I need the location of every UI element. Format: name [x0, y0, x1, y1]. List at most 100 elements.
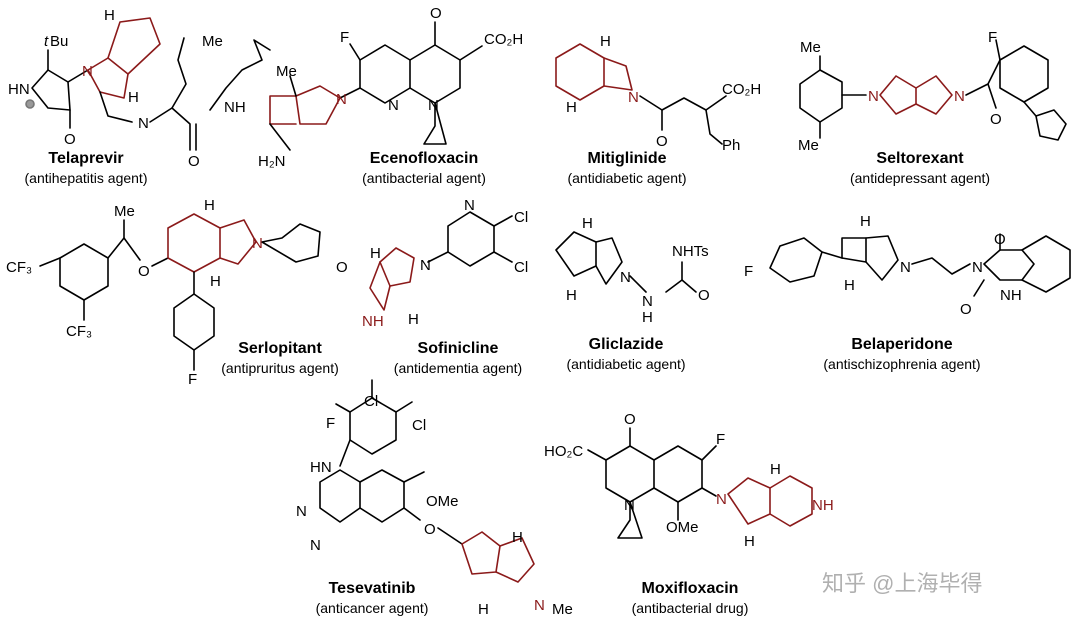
belaperidone-label-f: F: [744, 263, 753, 280]
moxifloxacin-label-nh: NH: [812, 497, 834, 514]
belaperidone-label-h2: H: [844, 277, 855, 294]
serlopitant-label-h2: H: [210, 273, 221, 290]
mitiglinide-label-o: O: [656, 133, 668, 150]
tesevatinib-label-n3: N: [534, 597, 545, 614]
gliclazide-label-o: O: [698, 287, 710, 304]
mitiglinide-label-ph: Ph: [722, 137, 740, 154]
tesevatinib-label-cl1: Cl: [364, 393, 378, 410]
belaperidone-name: Belaperidone: [851, 336, 953, 353]
serlopitant-label-cf3a: CF₃: [6, 259, 32, 276]
sofinicline-label-nh: NH: [362, 313, 384, 330]
seltorexant-label-n2: N: [954, 88, 965, 105]
serlopitant-label-h1: H: [204, 197, 215, 214]
gliclazide-label-nhts: NHTs: [672, 243, 709, 260]
sofinicline-name: Sofinicline: [417, 340, 499, 357]
seltorexant-label-me2: Me: [798, 137, 819, 154]
seltorexant-label-f: F: [988, 29, 997, 46]
gliclazide-structure: [555, 231, 697, 293]
tesevatinib-label-h1: H: [512, 529, 523, 546]
ecenofloxacin-name: Ecenofloxacin: [369, 150, 479, 167]
serlopitant-name: Serlopitant: [238, 340, 322, 357]
moxifloxacin-label-o: O: [624, 411, 636, 428]
tesevatinib-label-f: F: [326, 415, 335, 432]
moxifloxacin-label-ho2c: HO₂C: [544, 443, 583, 460]
serlopitant-label-f: F: [188, 371, 197, 388]
moxifloxacin-structure: [587, 427, 813, 539]
telaprevir-label-o1: O: [64, 131, 76, 148]
mitiglinide-label-co2h: CO₂H: [722, 81, 761, 98]
serlopitant-use: (antipruritus agent): [221, 360, 339, 376]
gliclazide-use: (antidiabetic agent): [566, 356, 686, 372]
seltorexant-label-n1: N: [868, 88, 879, 105]
serlopitant-label-cf3b: CF₃: [66, 323, 92, 340]
telaprevir-label-me: Me: [202, 33, 223, 50]
belaperidone-label-nh: NH: [1000, 287, 1022, 304]
telaprevir-label-h2: H: [128, 89, 139, 106]
ecenofloxacin-structure: [269, 21, 483, 151]
tesevatinib-label-me: Me: [552, 601, 573, 618]
mitiglinide-label-n: N: [628, 89, 639, 106]
ecenofloxacin-label-h2n: H₂N: [258, 153, 286, 170]
mitiglinide-use: (antidiabetic agent): [567, 170, 687, 186]
belaperidone-structure: [769, 233, 1071, 297]
telaprevir-label-hn: HN: [8, 81, 30, 98]
ecenofloxacin-label-n2: N: [428, 97, 439, 114]
telaprevir-label-nh: N: [138, 115, 149, 132]
sofinicline-label-h1: H: [370, 245, 381, 262]
belaperidone-label-n2: N: [972, 259, 983, 276]
serlopitant-label-me: Me: [114, 203, 135, 220]
belaperidone-label-h1: H: [860, 213, 871, 230]
tesevatinib-structure: [319, 379, 535, 583]
telaprevir-label-tbu: t: [44, 33, 49, 50]
moxifloxacin-label-h1: H: [770, 461, 781, 478]
mitiglinide-structure: [555, 43, 727, 145]
ecenofloxacin-label-o: O: [430, 5, 442, 22]
moxifloxacin-label-ome: OMe: [666, 519, 699, 536]
sofinicline-label-cl1: Cl: [514, 209, 528, 226]
tesevatinib-label-hn: HN: [310, 459, 332, 476]
sofinicline-label-cl2: Cl: [514, 259, 528, 276]
ecenofloxacin-label-n1: N: [388, 97, 399, 114]
belaperidone-label-o1: O: [994, 231, 1006, 248]
telaprevir-label-o2: O: [188, 153, 200, 170]
seltorexant-label-me1: Me: [800, 39, 821, 56]
sofinicline-label-n: N: [420, 257, 431, 274]
moxifloxacin-label-h2: H: [744, 533, 755, 550]
ecenofloxacin-label-co2h: CO₂H: [484, 31, 523, 48]
sofinicline-label-h2: H: [408, 311, 419, 328]
ecenofloxacin-label-n3: N: [336, 91, 347, 108]
tesevatinib-label-ome: OMe: [426, 493, 459, 510]
telaprevir-name: Telaprevir: [48, 150, 124, 167]
tesevatinib-label-cl2: Cl: [412, 417, 426, 434]
telaprevir-use: (antihepatitis agent): [24, 170, 148, 186]
gliclazide-label-h2: H: [566, 287, 577, 304]
telaprevir-label-nh2: NH: [224, 99, 246, 116]
ecenofloxacin-label-f: F: [340, 29, 349, 46]
gliclazide-label-h3: H: [642, 309, 653, 326]
serlopitant-label-n: N: [252, 235, 263, 252]
moxifloxacin-name: Moxifloxacin: [641, 580, 739, 597]
seltorexant-label-o: O: [990, 111, 1002, 128]
moxifloxacin-label-n1: N: [624, 497, 635, 514]
watermark-text: 知乎 @上海毕得: [822, 571, 983, 596]
gliclazide-label-h1: H: [582, 215, 593, 232]
belaperidone-label-n1: N: [900, 259, 911, 276]
sofinicline-label-npy: N: [464, 197, 475, 214]
gliclazide-label-nh1: N: [642, 293, 653, 310]
belaperidone-label-o2: O: [960, 301, 972, 318]
ecenofloxacin-use: (antibacterial agent): [362, 170, 486, 186]
tesevatinib-label-n1: N: [296, 503, 307, 520]
moxifloxacin-label-f: F: [716, 431, 725, 448]
seltorexant-structure: [799, 39, 1067, 141]
serlopitant-structure: [39, 213, 321, 371]
mitiglinide-name: Mitiglinide: [587, 150, 667, 167]
tesevatinib-label-o: O: [424, 521, 436, 538]
sofinicline-use: (antidementia agent): [393, 360, 523, 376]
telaprevir-label-n: N: [82, 63, 93, 80]
belaperidone-use: (antischizophrenia agent): [823, 356, 981, 372]
seltorexant-use: (antidepressant agent): [849, 170, 991, 186]
telaprevir-structure: [31, 17, 271, 151]
sofinicline-structure: [369, 211, 513, 311]
